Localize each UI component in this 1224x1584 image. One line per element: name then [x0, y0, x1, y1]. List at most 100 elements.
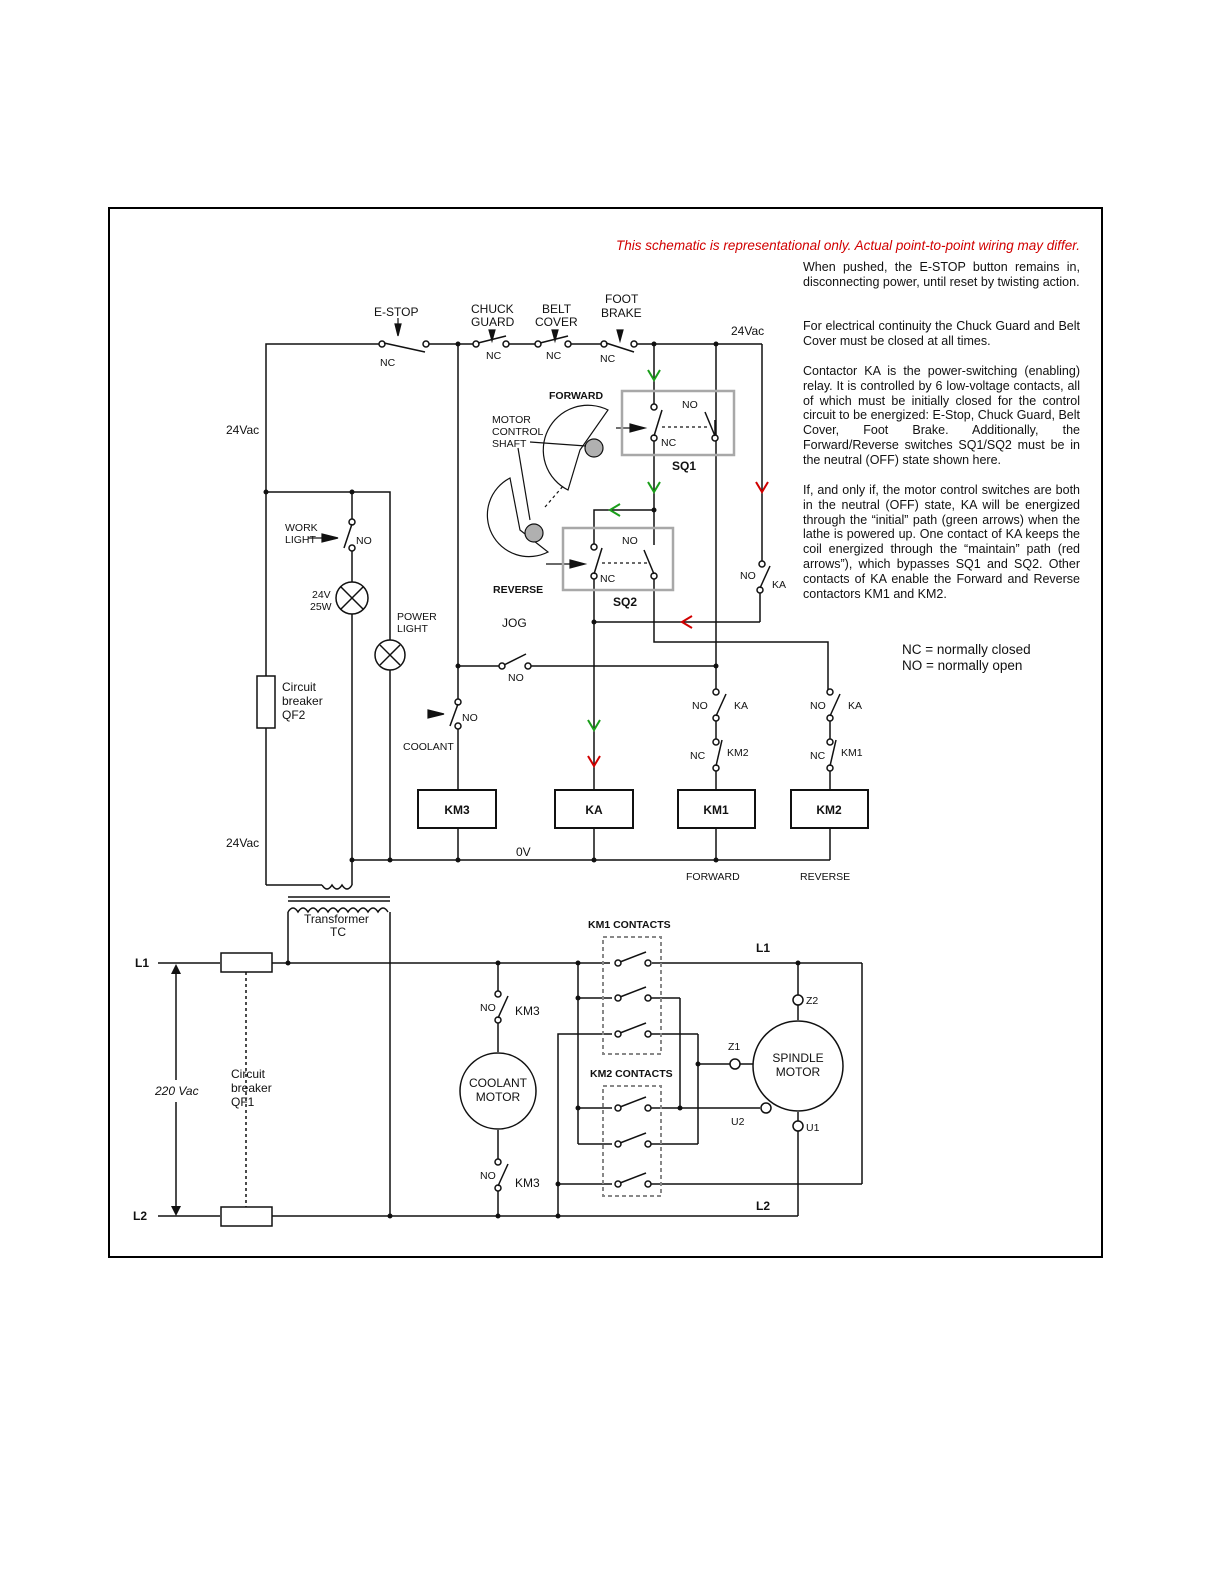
svg-text:L2: L2: [756, 1199, 770, 1213]
svg-text:REVERSE: REVERSE: [800, 871, 850, 883]
notes-contactor-ka: Contactor KA is the power-switching (ena…: [803, 364, 1080, 467]
green-arrow: [608, 503, 621, 517]
svg-text:CHUCK: CHUCK: [471, 302, 514, 316]
svg-text:KA: KA: [772, 579, 786, 591]
svg-text:QF2: QF2: [282, 708, 306, 722]
svg-text:FORWARD: FORWARD: [549, 390, 603, 402]
notes-guards: For electrical continuity the Chuck Guar…: [803, 319, 1080, 348]
svg-text:NC: NC: [810, 750, 826, 762]
svg-text:24V: 24V: [312, 589, 331, 601]
km1-coil: [677, 789, 756, 829]
svg-text:Z1: Z1: [728, 1041, 740, 1053]
lamps: [335, 581, 406, 671]
svg-text:LIGHT: LIGHT: [285, 534, 317, 546]
svg-text:KM2: KM2: [816, 803, 842, 817]
actuator-arrows: [308, 318, 648, 719]
disclaimer-text: This schematic is representational only.…: [616, 238, 1080, 253]
svg-text:NO: NO: [740, 570, 756, 582]
svg-text:COOLANT: COOLANT: [403, 741, 454, 753]
svg-text:24Vac: 24Vac: [226, 423, 259, 437]
svg-text:MOTOR: MOTOR: [776, 1065, 821, 1079]
red-arrow: [680, 615, 693, 629]
spindle-motor: [752, 1020, 844, 1112]
svg-text:KA: KA: [585, 803, 603, 817]
svg-text:NC: NC: [486, 350, 502, 362]
svg-text:MOTOR: MOTOR: [492, 414, 531, 426]
svg-text:SQ1: SQ1: [672, 459, 696, 473]
sq1-box: [620, 389, 736, 457]
ka-coil: [554, 789, 634, 829]
power-contacts: [459, 951, 844, 1192]
red-arrow: [755, 481, 769, 494]
cams: [486, 404, 609, 558]
svg-text:NO: NO: [480, 1170, 496, 1182]
svg-text:Circuit: Circuit: [231, 1067, 266, 1081]
legend-nc: NC = normally closed: [902, 642, 1031, 657]
svg-text:SQ2: SQ2: [613, 595, 637, 609]
svg-text:NC: NC: [600, 353, 616, 365]
green-arrow: [647, 369, 661, 382]
svg-text:NC: NC: [546, 350, 562, 362]
svg-text:24Vac: 24Vac: [731, 324, 764, 338]
svg-text:U2: U2: [731, 1116, 745, 1128]
red-arrow: [587, 755, 601, 768]
svg-text:QF1: QF1: [231, 1095, 255, 1109]
svg-text:FORWARD: FORWARD: [686, 871, 740, 883]
coolant-motor: [459, 1052, 537, 1130]
svg-text:NO: NO: [356, 535, 372, 547]
svg-text:L1: L1: [135, 956, 149, 970]
km2-coil: [790, 789, 869, 829]
svg-text:KM3: KM3: [515, 1176, 540, 1190]
svg-text:L1: L1: [756, 941, 770, 955]
svg-text:KM1: KM1: [841, 747, 863, 759]
svg-text:COOLANT: COOLANT: [469, 1076, 528, 1090]
svg-text:LIGHT: LIGHT: [397, 623, 429, 635]
contact-groups: [602, 936, 662, 1197]
svg-text:KM2: KM2: [727, 747, 749, 759]
svg-text:Transformer: Transformer: [304, 912, 369, 926]
svg-text:KM3: KM3: [444, 803, 470, 817]
svg-text:NO: NO: [508, 672, 524, 684]
svg-text:MOTOR: MOTOR: [476, 1090, 521, 1104]
svg-text:220 Vac: 220 Vac: [154, 1084, 199, 1098]
km3-coil: [417, 789, 497, 829]
junction-dots: [263, 341, 801, 1219]
svg-text:POWER: POWER: [397, 611, 437, 623]
svg-text:24Vac: 24Vac: [226, 836, 259, 850]
svg-text:KM1 CONTACTS: KM1 CONTACTS: [588, 919, 671, 931]
arrowheads-220: [171, 964, 181, 1216]
svg-text:COVER: COVER: [535, 315, 578, 329]
green-arrow: [647, 481, 661, 494]
notes-estop: When pushed, the E-STOP button remains i…: [803, 260, 1080, 289]
svg-text:NO: NO: [682, 399, 698, 411]
switch-boxes: [561, 389, 736, 592]
svg-text:REVERSE: REVERSE: [493, 584, 543, 596]
svg-text:KM3: KM3: [515, 1004, 540, 1018]
svg-text:E-STOP: E-STOP: [374, 305, 418, 319]
svg-text:L2: L2: [133, 1209, 147, 1223]
svg-text:NO: NO: [692, 700, 708, 712]
svg-text:Z2: Z2: [806, 995, 818, 1007]
svg-text:JOG: JOG: [502, 616, 527, 630]
svg-text:U1: U1: [806, 1122, 820, 1134]
svg-text:KA: KA: [734, 700, 748, 712]
svg-text:FOOT: FOOT: [605, 292, 639, 306]
svg-text:KM2 CONTACTS: KM2 CONTACTS: [590, 1068, 673, 1080]
svg-text:NC: NC: [661, 437, 677, 449]
svg-text:NO: NO: [622, 535, 638, 547]
green-arrow: [587, 719, 601, 732]
svg-text:SPINDLE: SPINDLE: [772, 1051, 823, 1065]
labels: E-STOP CHUCK GUARD BELT COVER FOOT BRAKE…: [133, 292, 863, 1223]
svg-text:breaker: breaker: [282, 694, 323, 708]
svg-text:0V: 0V: [516, 845, 531, 859]
legend-no: NO = normally open: [902, 658, 1023, 673]
forward-cam: [542, 404, 609, 491]
svg-text:WORK: WORK: [285, 522, 318, 534]
svg-text:NC: NC: [600, 573, 616, 585]
svg-text:BRAKE: BRAKE: [601, 306, 642, 320]
svg-text:TC: TC: [330, 925, 346, 939]
svg-text:CONTROL: CONTROL: [492, 426, 543, 438]
svg-text:NO: NO: [462, 712, 478, 724]
svg-text:KA: KA: [848, 700, 862, 712]
svg-text:25W: 25W: [310, 601, 332, 613]
